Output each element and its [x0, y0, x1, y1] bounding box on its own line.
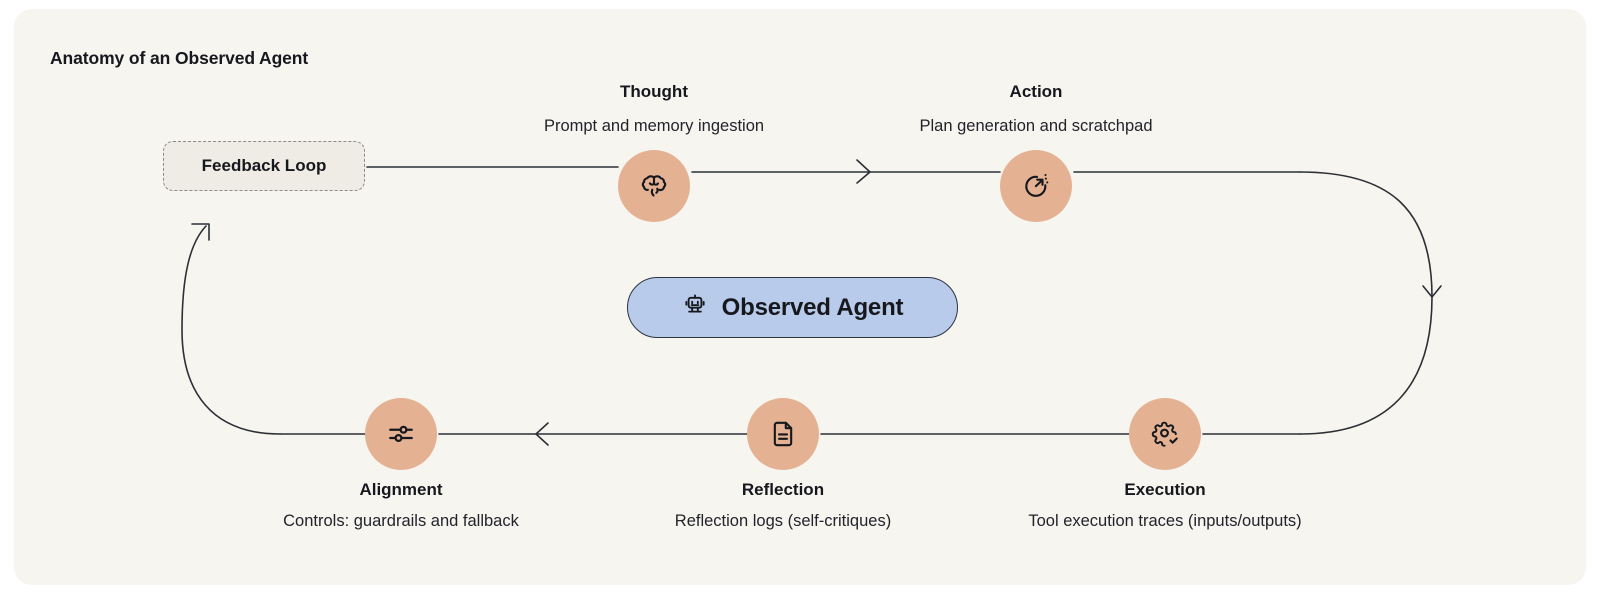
zap-circle-icon: [1021, 171, 1051, 201]
node-text-alignment: Alignment Controls: guardrails and fallb…: [283, 479, 519, 533]
node-desc-thought: Prompt and memory ingestion: [543, 117, 765, 135]
robot-icon: [682, 292, 708, 323]
node-title-action: Action: [1009, 82, 1063, 101]
node-title-alignment: Alignment: [359, 480, 443, 499]
node-title-reflection: Reflection: [741, 480, 825, 499]
node-text-execution: Execution Tool execution traces (inputs/…: [1028, 479, 1301, 533]
sliders-icon: [386, 419, 416, 449]
node-reflection[interactable]: [747, 398, 819, 470]
node-alignment[interactable]: [365, 398, 437, 470]
document-icon: [769, 420, 797, 448]
brain-icon: [639, 171, 669, 201]
node-desc-execution: Tool execution traces (inputs/outputs): [1028, 512, 1302, 530]
node-execution[interactable]: [1129, 398, 1201, 470]
node-title-thought: Thought: [620, 82, 688, 101]
node-desc-reflection: Reflection logs (self-critiques): [674, 512, 892, 530]
node-text-action: Action Plan generation and scratchpad: [920, 81, 1153, 138]
feedback-loop-label: Feedback Loop: [201, 156, 327, 175]
node-text-thought: Thought Prompt and memory ingestion: [544, 81, 764, 138]
page-title: Anatomy of an Observed Agent: [50, 48, 309, 68]
node-desc-alignment: Controls: guardrails and fallback: [283, 512, 519, 530]
node-thought[interactable]: [618, 150, 690, 222]
observed-agent-pill[interactable]: Observed Agent: [627, 277, 958, 338]
node-action[interactable]: [1000, 150, 1072, 222]
node-desc-action: Plan generation and scratchpad: [919, 117, 1153, 135]
observed-agent-label: Observed Agent: [721, 293, 904, 321]
node-title-execution: Execution: [1124, 480, 1206, 499]
node-text-reflection: Reflection Reflection logs (self-critiqu…: [675, 479, 891, 533]
feedback-loop-chip[interactable]: Feedback Loop: [163, 141, 365, 191]
gear-check-icon: [1150, 419, 1180, 449]
